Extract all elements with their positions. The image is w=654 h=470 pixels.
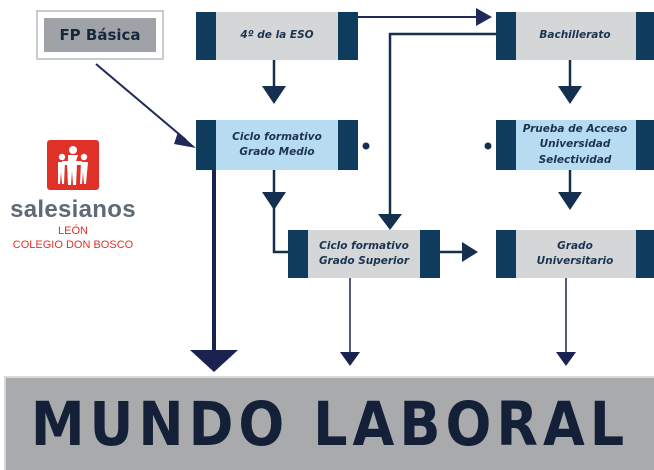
box-bachillerato-label: Bachillerato xyxy=(539,29,611,42)
bullet-ciclo-medio xyxy=(362,142,370,150)
connector-ciclo-medio-to-ciclo-superior-elbow xyxy=(272,206,288,254)
box-eso-label: 4º de la ESO xyxy=(240,29,314,42)
fp-basica-label: FP Básica xyxy=(44,18,156,52)
salesianos-emblem-icon xyxy=(47,140,99,190)
arrowhead-to-grado xyxy=(558,192,582,210)
box-ciclo-superior-label: Ciclo formativo Grado Superior xyxy=(318,239,410,267)
bullet-prueba xyxy=(484,142,492,150)
arrowhead-ciclo-medio-to-laboral xyxy=(190,350,238,372)
box-eso: 4º de la ESO xyxy=(196,12,358,60)
logo-school: COLEGIO DON BOSCO xyxy=(12,239,134,251)
connector-bachillerato-to-ciclo-superior xyxy=(388,32,496,220)
box-grado-universitario: Grado Universitario xyxy=(496,230,654,278)
arrowhead-to-prueba xyxy=(558,86,582,104)
salesianos-logo: salesianos LEÓN COLEGIO DON BOSCO xyxy=(6,140,140,260)
arrowhead-to-ciclo-medio xyxy=(262,86,286,104)
arrowhead-eso-to-bachillerato xyxy=(476,8,492,26)
arrowhead-ciclo-superior-to-grado xyxy=(462,242,478,262)
arrowhead-grado-to-laboral xyxy=(556,352,576,366)
banner-label: MUNDO LABORAL xyxy=(30,388,630,460)
arrowhead-fp-to-ciclo-medio xyxy=(174,132,196,148)
box-bachillerato: Bachillerato xyxy=(496,12,654,60)
box-grado-universitario-label: Grado Universitario xyxy=(536,239,614,267)
fp-basica-box: FP Básica xyxy=(36,10,164,60)
arrowhead-to-ciclo-superior xyxy=(262,192,286,210)
box-ciclo-medio-label: Ciclo formativo Grado Medio xyxy=(232,130,322,158)
logo-name: salesianos xyxy=(10,196,136,223)
mundo-laboral-banner: MUNDO LABORAL xyxy=(4,376,654,470)
connector-fp-to-ciclo-medio xyxy=(95,63,187,141)
arrowhead-ciclo-superior-to-laboral xyxy=(340,352,360,366)
arrowhead-bachillerato-to-ciclo-superior xyxy=(378,214,402,230)
logo-city: LEÓN xyxy=(58,225,88,237)
box-ciclo-medio: Ciclo formativo Grado Medio xyxy=(196,120,358,170)
box-prueba-acceso: Prueba de Acceso Universidad Selectivida… xyxy=(496,120,654,170)
box-ciclo-superior: Ciclo formativo Grado Superior xyxy=(288,230,440,278)
box-prueba-acceso-label: Prueba de Acceso Universidad Selectivida… xyxy=(522,123,628,166)
